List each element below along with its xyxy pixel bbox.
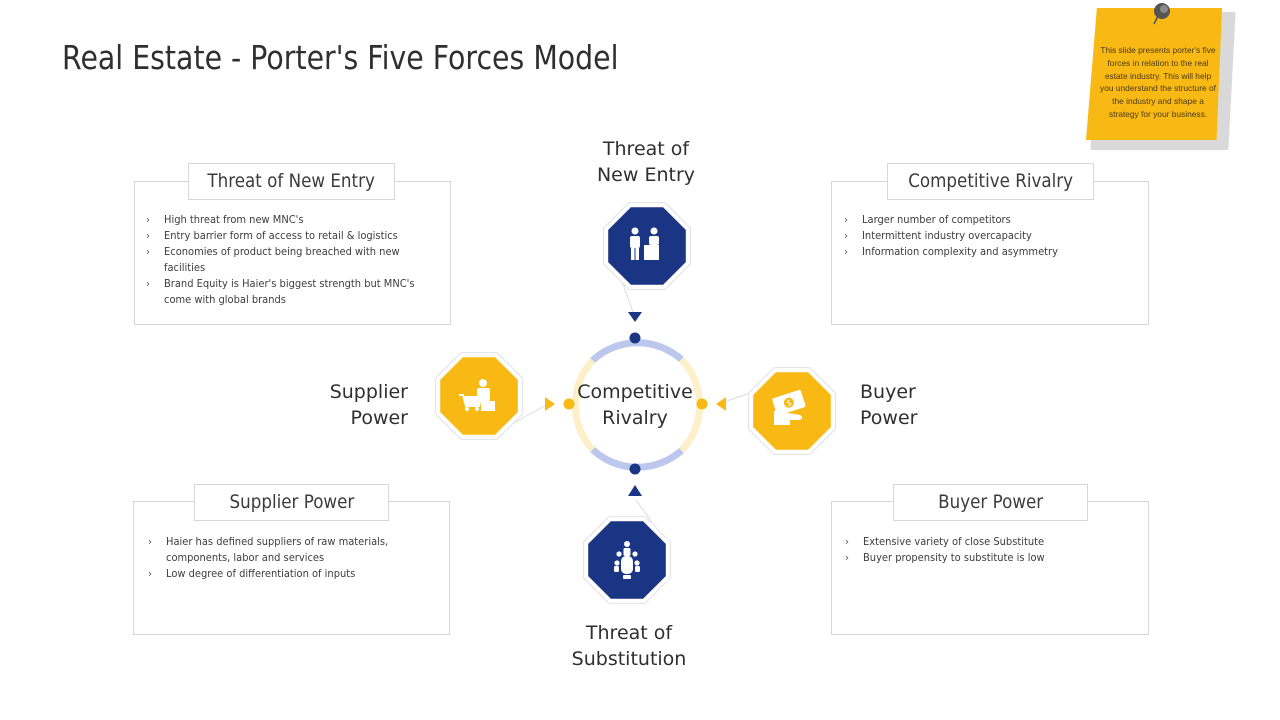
card-list-buyer-power: Extensive variety of close SubstituteBuy… <box>845 534 1135 566</box>
arrow-right-icon <box>545 397 555 411</box>
arrow-left-icon <box>716 397 726 411</box>
center-label: Competitive Rivalry <box>566 379 704 431</box>
card-list-supplier-power: Haier has defined suppliers of raw mater… <box>148 534 410 582</box>
force-bottom-line1: Threat of <box>585 622 673 644</box>
note-paper <box>1086 8 1222 140</box>
ring-arc-top <box>590 339 684 364</box>
force-top-line2: New Entry <box>596 164 696 186</box>
list-item: Entry barrier form of access to retail &… <box>146 228 436 244</box>
card-title-buyer-power: Buyer Power <box>893 484 1088 521</box>
pushpin-icon <box>1153 3 1170 25</box>
force-right-line1: Buyer <box>860 381 916 403</box>
ring-dot-left <box>563 398 575 410</box>
force-label-top: Threat of New Entry <box>586 136 706 188</box>
list-item: Buyer propensity to substitute is low <box>845 550 1135 566</box>
svg-text:$: $ <box>785 398 793 408</box>
card-title-competitive-rivalry: Competitive Rivalry <box>887 163 1094 200</box>
list-item: Haier has defined suppliers of raw mater… <box>148 534 410 566</box>
force-bottom-line2: Substitution <box>571 648 687 670</box>
force-label-left: Supplier Power <box>318 379 408 431</box>
force-right-line2: Power <box>860 407 918 429</box>
ring-arc-left <box>571 358 596 452</box>
hand-money-icon: $ <box>772 389 806 425</box>
force-label-right: Buyer Power <box>860 379 950 431</box>
force-left-line2: Power <box>350 407 408 429</box>
meeting-table-icon <box>614 541 640 579</box>
list-item: Larger number of competitors <box>844 212 1134 228</box>
connector-bottom <box>635 499 653 523</box>
list-item: Information complexity and asymmetry <box>844 244 1134 260</box>
force-top-line1: Threat of <box>602 138 690 160</box>
people-at-desk-icon <box>630 227 659 260</box>
list-item: High threat from new MNC's <box>146 212 436 228</box>
list-item: Brand Equity is Haier's biggest strength… <box>146 276 436 308</box>
supplier-cart-icon <box>459 379 495 411</box>
ring-dot-top <box>629 332 641 344</box>
card-list-competitive-rivalry: Larger number of competitorsIntermittent… <box>844 212 1134 260</box>
card-list-threat-new-entry: High threat from new MNC'sEntry barrier … <box>146 212 436 308</box>
force-left-line1: Supplier <box>329 381 408 403</box>
list-item: Extensive variety of close Substitute <box>845 534 1135 550</box>
page-title: Real Estate - Porter's Five Forces Model <box>62 38 619 77</box>
card-title-supplier-power: Supplier Power <box>194 484 389 521</box>
ring-dot-right <box>696 398 708 410</box>
list-item: Economies of product being breached with… <box>146 244 436 276</box>
list-item: Intermittent industry overcapacity <box>844 228 1134 244</box>
list-item: Low degree of differentiation of inputs <box>148 566 410 582</box>
sticky-note: This slide presents porter's five forces… <box>1084 3 1236 150</box>
note-text: This slide presents porter's five forces… <box>1100 45 1216 119</box>
ring-dot-bottom <box>629 463 641 475</box>
arrow-up-icon <box>628 485 642 496</box>
card-buyer-power <box>831 501 1149 635</box>
card-title-threat-new-entry: Threat of New Entry <box>188 163 395 200</box>
arrow-down-icon <box>628 312 642 322</box>
center-label-line1: Competitive <box>577 381 693 403</box>
force-label-bottom: Threat of Substitution <box>564 620 694 672</box>
center-label-line2: Rivalry <box>602 407 668 429</box>
